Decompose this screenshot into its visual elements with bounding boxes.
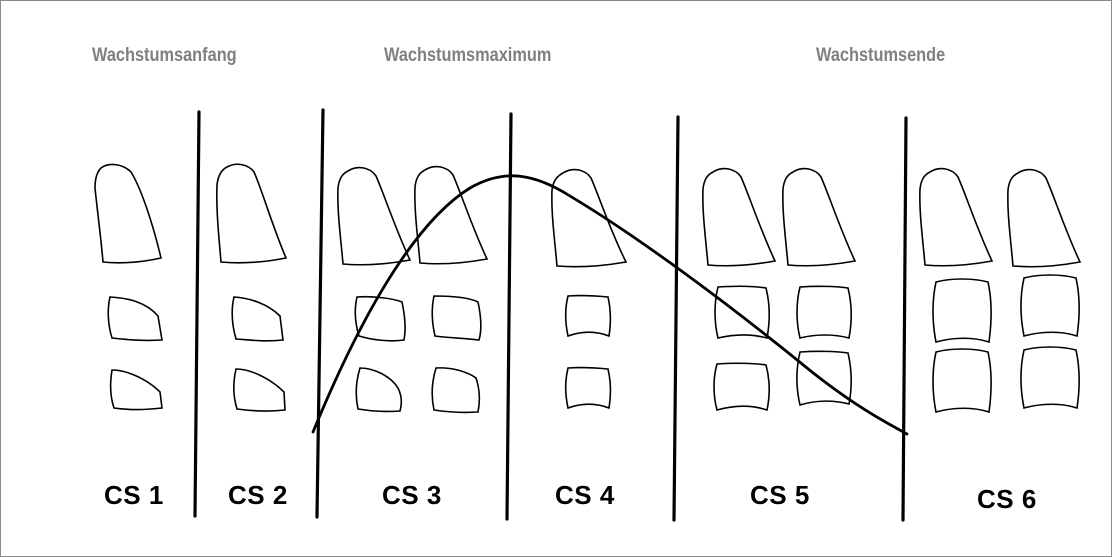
c2-dens — [702, 167, 777, 267]
divider-1 — [193, 110, 201, 518]
stage-label-cs1: CS 1 — [104, 480, 164, 510]
c4-vertebra — [355, 367, 403, 413]
c3-vertebra — [107, 296, 163, 342]
c3-vertebra — [714, 285, 770, 339]
divider-3 — [505, 112, 513, 521]
c3-vertebra — [796, 285, 852, 339]
divider-5 — [901, 116, 908, 522]
phase-label-start: Wachstumsanfang — [92, 45, 237, 66]
c2-dens — [1007, 168, 1082, 268]
phase-label-end: Wachstumsende — [816, 45, 946, 66]
c2-dens — [551, 168, 628, 268]
c4-vertebra — [109, 369, 163, 411]
c4-vertebra — [932, 348, 992, 414]
c3-vertebra — [231, 296, 284, 342]
c2-dens — [94, 163, 162, 264]
c4-vertebra — [1020, 346, 1080, 410]
c2-dens — [414, 165, 489, 265]
c3-vertebra — [1020, 274, 1080, 338]
c4-vertebra — [233, 368, 286, 412]
stage-label-cs2: CS 2 — [228, 480, 288, 510]
stage-label-cs3: CS 3 — [382, 480, 442, 510]
c2-dens — [337, 166, 412, 266]
c3-vertebra — [564, 294, 612, 338]
c2-dens — [919, 167, 994, 267]
c3-vertebra — [431, 295, 482, 341]
stage-divider-lines — [193, 108, 908, 522]
c3-vertebra — [354, 295, 406, 342]
c4-vertebra — [796, 350, 852, 407]
divider-4 — [672, 115, 680, 522]
c4-vertebra — [564, 366, 612, 410]
vertebrae — [94, 163, 1082, 414]
growth-curve — [311, 174, 909, 436]
stage-label-cs4: CS 4 — [555, 480, 615, 510]
stage-label-cs5: CS 5 — [750, 480, 810, 510]
c2-dens — [782, 167, 857, 267]
c2-dens — [216, 163, 288, 264]
phase-label-maximum: Wachstumsmaximum — [384, 45, 552, 66]
stage-label-cs6: CS 6 — [977, 484, 1037, 514]
c4-vertebra — [713, 362, 770, 412]
c3-vertebra — [932, 278, 992, 344]
divider-2 — [315, 108, 325, 519]
c4-vertebra — [431, 367, 481, 414]
